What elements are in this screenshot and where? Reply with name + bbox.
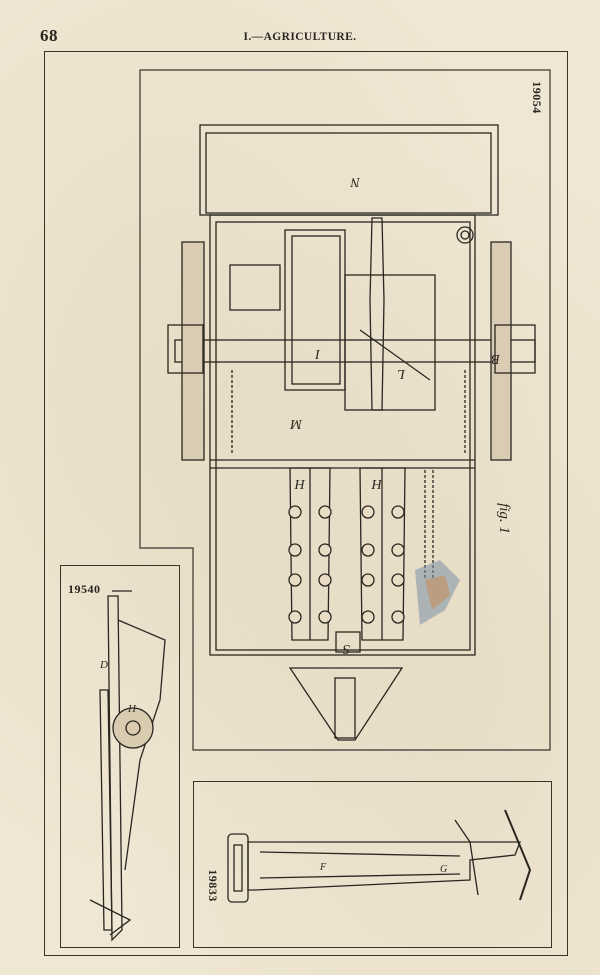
svg-text:D: D: [99, 659, 108, 671]
left-plate-frame: [60, 565, 180, 948]
left-plate-patent-number: 19540: [68, 582, 101, 596]
svg-text:N: N: [350, 174, 361, 189]
svg-text:G: G: [440, 864, 447, 875]
svg-text:H: H: [294, 476, 306, 491]
outer-frame: [44, 51, 568, 956]
svg-text:L: L: [397, 366, 406, 381]
bottom-plate-frame: [193, 781, 552, 948]
svg-text:M: M: [289, 416, 303, 431]
svg-text:H: H: [127, 703, 137, 715]
svg-text:H: H: [371, 476, 383, 491]
svg-text:F: F: [319, 862, 327, 873]
svg-text:I: I: [314, 346, 321, 361]
running-head: I.—AGRICULTURE.: [243, 31, 357, 43]
page-number: 68: [40, 26, 58, 45]
svg-text:B: B: [491, 351, 500, 366]
svg-text:S: S: [343, 641, 350, 656]
